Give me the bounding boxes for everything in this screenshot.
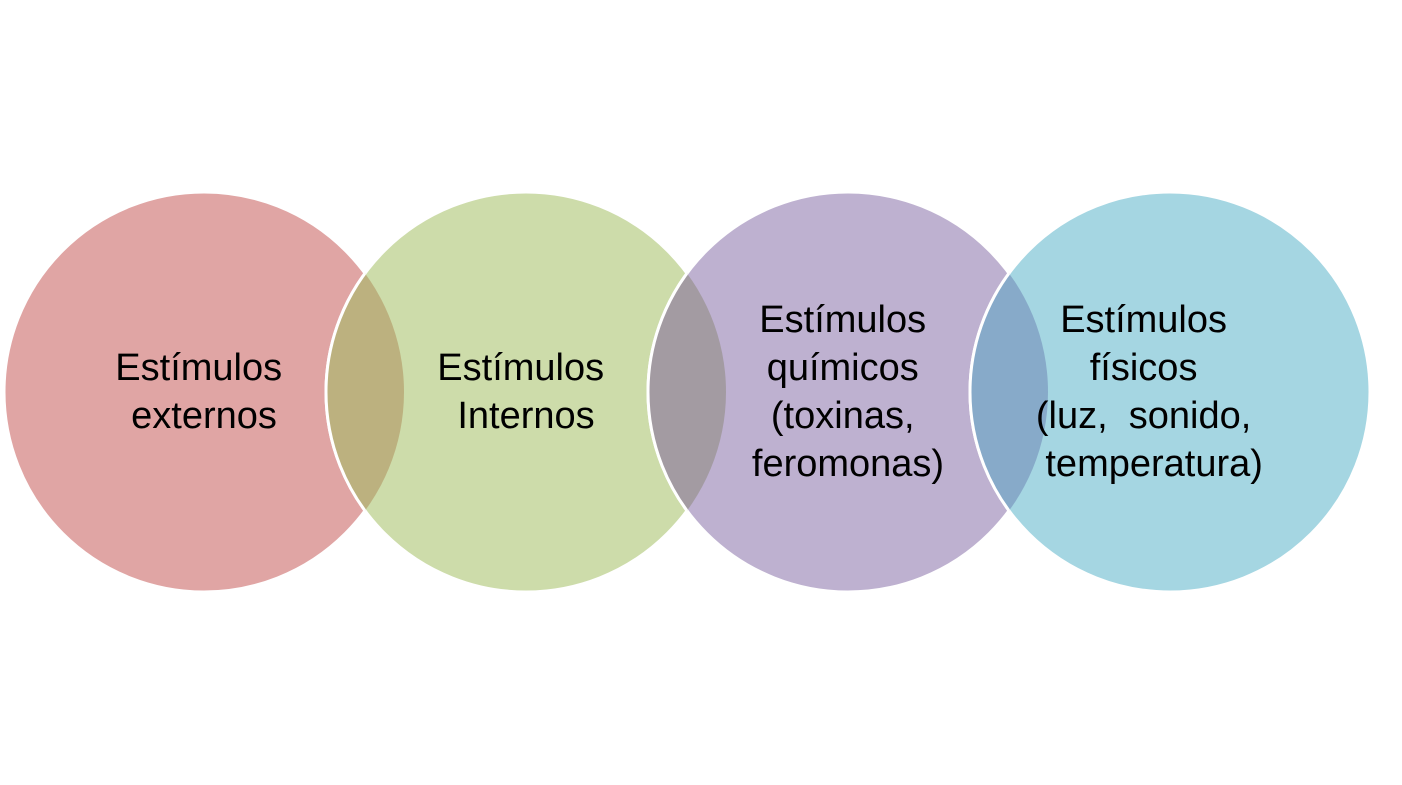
- label-line: Estímulos: [115, 347, 282, 389]
- label-line: (luz, sonido,: [1036, 395, 1251, 437]
- label-line: Internos: [457, 395, 594, 437]
- label-line: químicos: [767, 347, 919, 389]
- label-estimulos-fisicos: Estímulos físicos (luz, sonido, temperat…: [1036, 299, 1304, 485]
- label-line: Estímulos: [759, 299, 926, 341]
- label-estimulos-internos: Estímulos Internos: [437, 347, 614, 437]
- label-line: Estímulos: [1060, 299, 1227, 341]
- label-estimulos-externos: Estímulos externos: [115, 347, 292, 437]
- label-line: (toxinas,: [771, 395, 915, 437]
- label-line: externos: [131, 395, 277, 437]
- label-line: físicos: [1090, 347, 1198, 389]
- label-line: temperatura): [1045, 443, 1263, 485]
- label-estimulos-quimicos: Estímulos químicos (toxinas, feromonas): [752, 299, 944, 485]
- label-line: feromonas): [752, 443, 944, 485]
- label-line: Estímulos: [437, 347, 604, 389]
